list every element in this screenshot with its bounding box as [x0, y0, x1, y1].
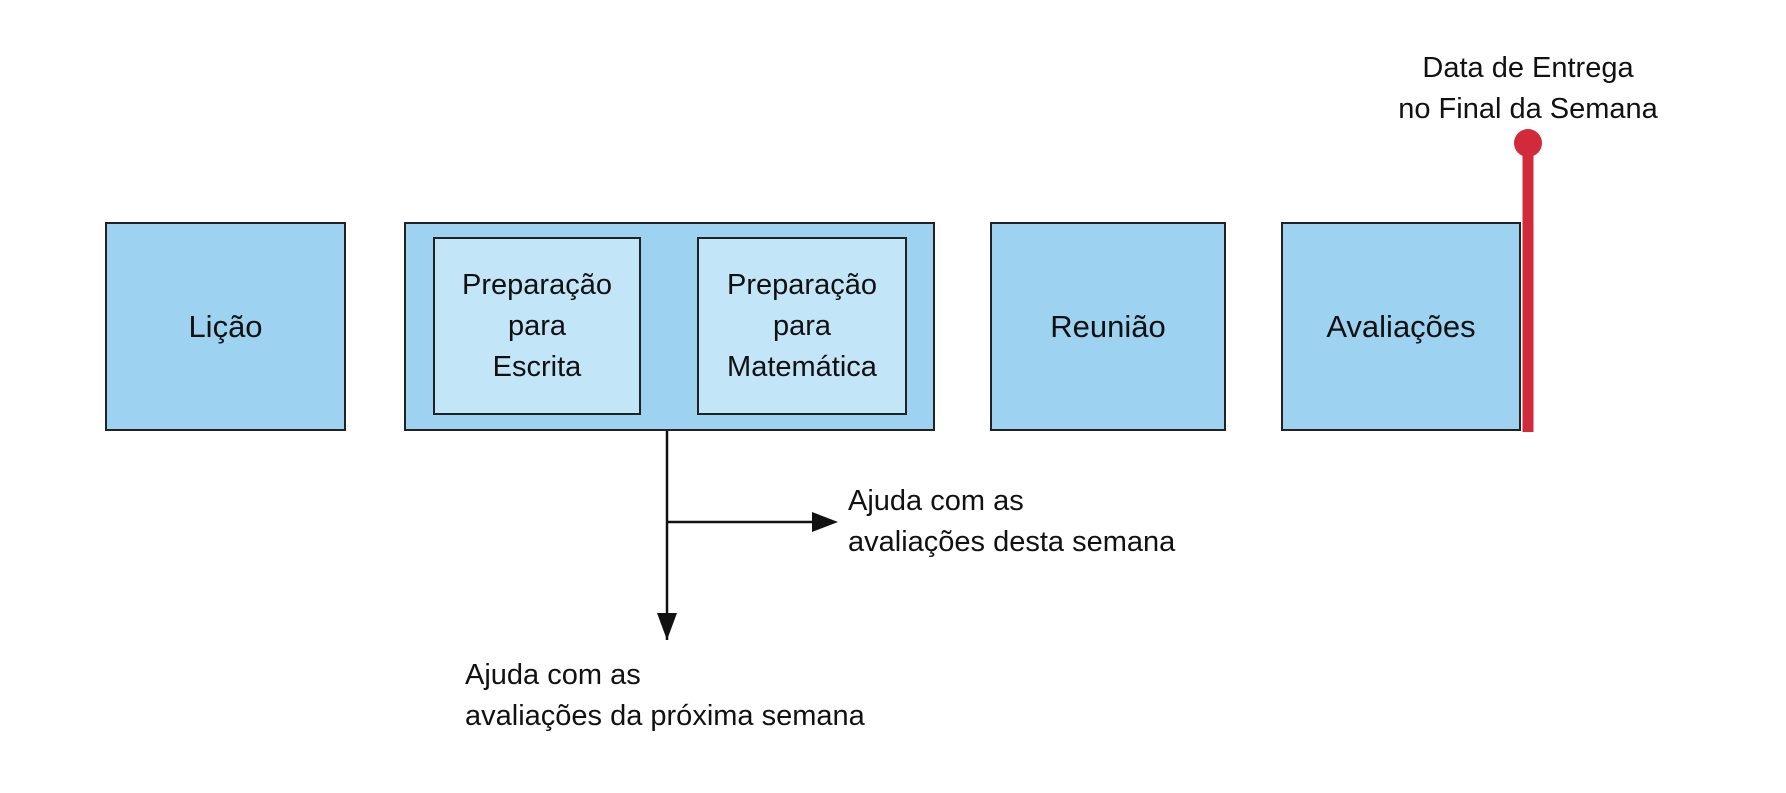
box-reuniao: Reunião — [990, 222, 1226, 431]
annotation-this-week: Ajuda com as avaliações desta semana — [848, 485, 1176, 558]
arrowhead-right-icon — [812, 512, 838, 532]
box-reuniao-label: Reunião — [1050, 308, 1166, 344]
box-licao: Lição — [105, 222, 346, 431]
annotation-next-week: Ajuda com as avaliações da próxima seman… — [465, 659, 865, 732]
deadline-label: Data de Entrega no Final da Semana — [1398, 52, 1658, 125]
box-preparacao-matematica-label: Preparação para Matemática — [727, 268, 877, 383]
box-licao-label: Lição — [188, 308, 263, 344]
box-avaliacoes-label: Avaliações — [1326, 308, 1476, 344]
deadline-marker-dot — [1514, 129, 1542, 157]
arrowhead-down-icon — [657, 613, 677, 640]
box-preparacao-escrita: Preparação para Escrita — [433, 237, 641, 415]
box-avaliacoes: Avaliações — [1281, 222, 1521, 431]
box-preparacao-escrita-label: Preparação para Escrita — [462, 268, 612, 383]
box-preparacao-matematica: Preparação para Matemática — [697, 237, 907, 415]
